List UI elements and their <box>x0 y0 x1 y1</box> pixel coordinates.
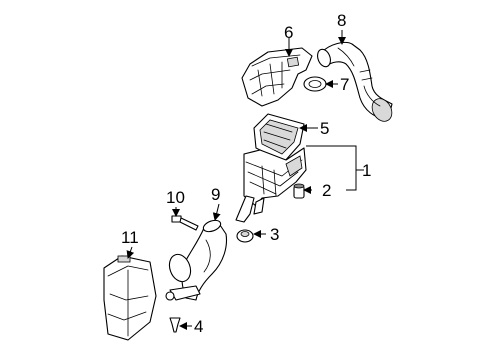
callout-6: 6 <box>284 23 293 42</box>
deflector-part <box>103 255 157 341</box>
gasket-part <box>303 76 327 92</box>
air-cleaner-housing-part <box>235 147 307 223</box>
callout-9: 9 <box>211 185 220 204</box>
mount-part <box>236 229 254 243</box>
callout-labels: 1 2 3 4 5 6 7 8 9 10 11 <box>121 11 371 336</box>
callout-5: 5 <box>320 119 329 138</box>
callout-7: 7 <box>340 75 349 94</box>
grommet-part <box>293 183 305 199</box>
callout-11: 11 <box>121 228 139 247</box>
callout-4: 4 <box>194 317 203 336</box>
callout-3: 3 <box>270 225 279 244</box>
filter-element-part <box>253 113 305 163</box>
clip-part <box>169 317 181 333</box>
callout-10: 10 <box>166 188 185 207</box>
intake-hose-part <box>317 41 393 122</box>
air-cleaner-cover-part <box>241 47 313 107</box>
bolt-part <box>171 215 199 231</box>
callout-2: 2 <box>322 181 331 200</box>
callout-1: 1 <box>362 161 371 180</box>
leader-lines <box>126 30 364 330</box>
callout-8: 8 <box>337 11 346 30</box>
resonator-duct-part <box>165 219 228 301</box>
